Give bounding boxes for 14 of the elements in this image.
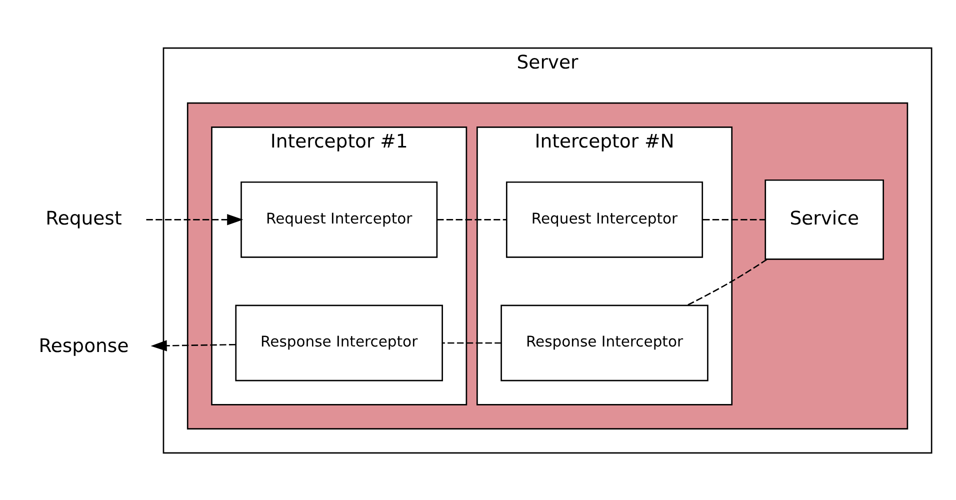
node-box: Response Interceptor [234, 304, 442, 381]
arrow [150, 340, 236, 351]
cluster [186, 102, 908, 429]
connector [436, 218, 506, 220]
node-box: Service [764, 178, 884, 260]
connector [702, 218, 765, 220]
node-box: Request Interceptor [240, 180, 438, 258]
connector [686, 258, 767, 306]
node-box: Request Interceptor [505, 180, 703, 258]
arrow [146, 214, 243, 225]
node-box: Response Interceptor [500, 304, 708, 381]
node-text: Response [38, 335, 128, 356]
connector [442, 342, 501, 344]
node-text: Request [45, 208, 122, 230]
